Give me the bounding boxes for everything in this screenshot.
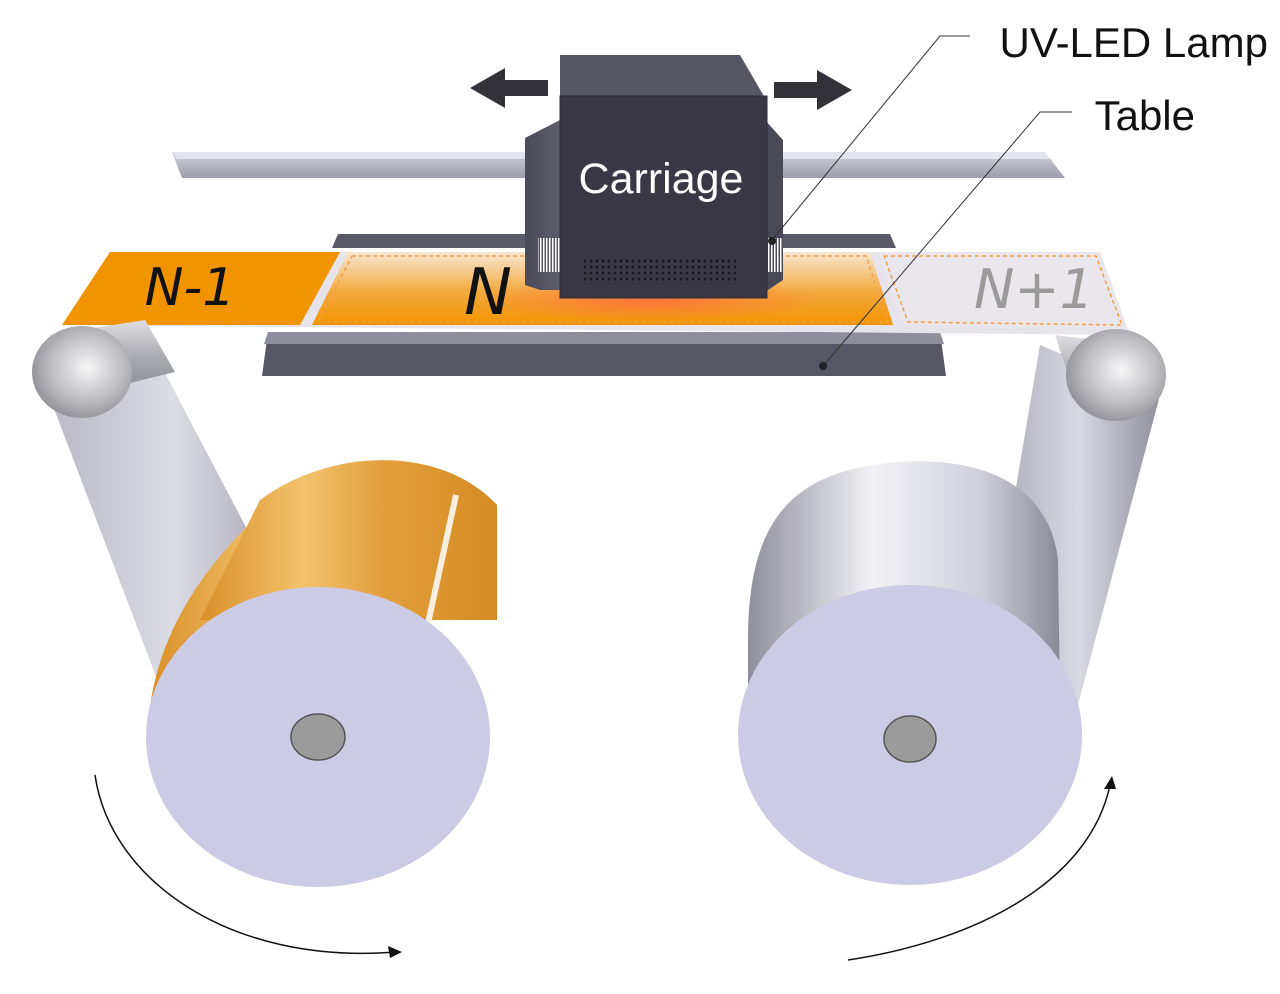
callout-uv-led-lamp [768, 35, 970, 245]
right-idler-roller [1055, 329, 1166, 421]
label-carriage: Carriage [579, 155, 744, 203]
label-table: Table [1095, 92, 1195, 139]
left-idler-roller [32, 320, 175, 418]
label-frame-next: N+1 [974, 258, 1094, 321]
uv-led-lamp-right [767, 238, 783, 272]
arrow-left-icon [470, 68, 548, 108]
left-supply-roll [146, 460, 497, 887]
right-takeup-roll [738, 461, 1082, 885]
left-roll-hub [290, 713, 346, 761]
curved-arrow-icon [94, 774, 402, 958]
callout-table [819, 111, 1072, 370]
curved-arrow-icon [847, 776, 1116, 961]
uv-led-lamp-left [538, 238, 560, 272]
arrow-right-icon [774, 70, 852, 110]
frame-next [878, 252, 1128, 330]
carriage: Carriage [525, 55, 783, 299]
table [262, 234, 946, 376]
label-frame-prev: N-1 [145, 258, 236, 318]
label-uv-led-lamp: UV-LED Lamp [1000, 19, 1268, 66]
right-roll-hub [883, 715, 937, 763]
frame-prev [62, 252, 340, 325]
carriage-vent [584, 258, 736, 284]
label-frame-current: N [464, 256, 512, 330]
